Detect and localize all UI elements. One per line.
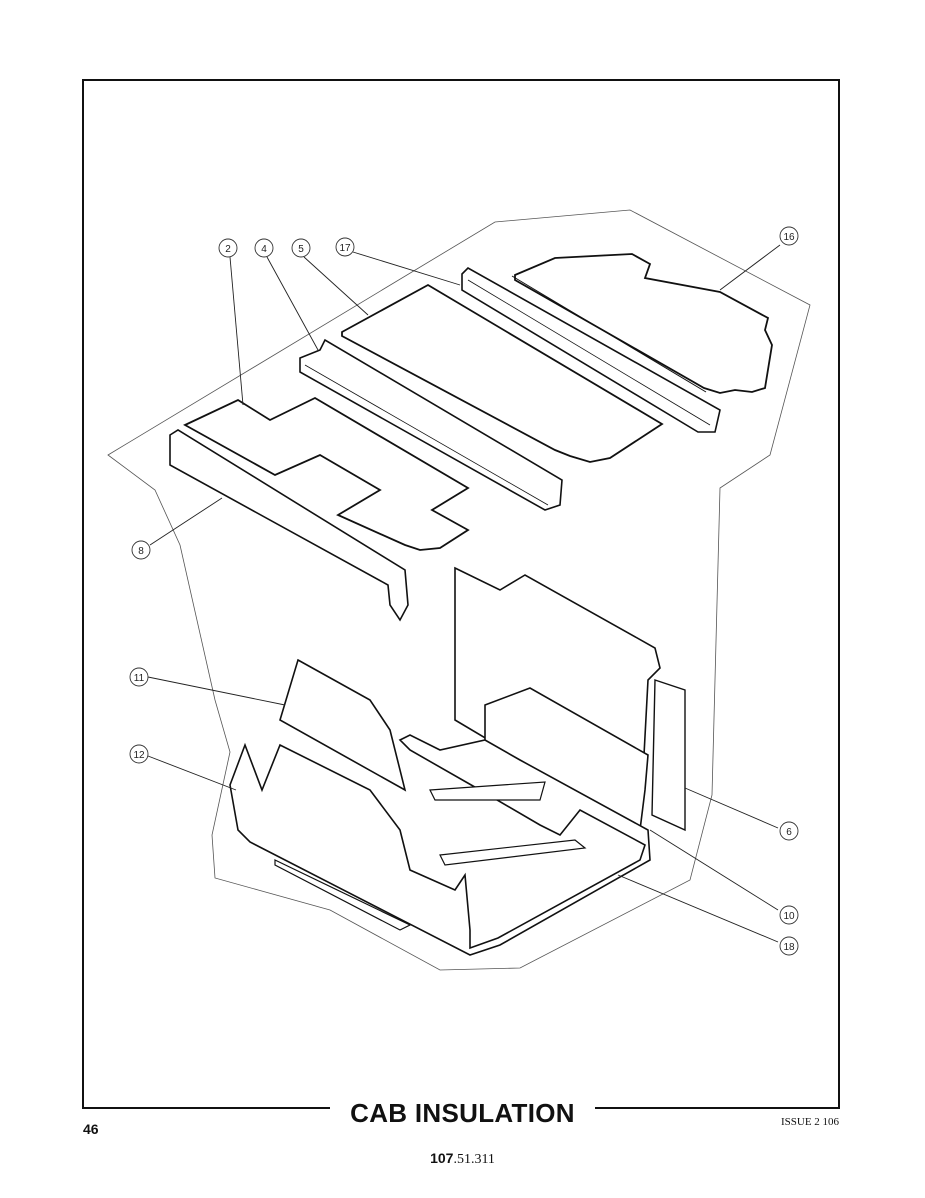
svg-text:2: 2 — [225, 244, 231, 255]
callout-6: 6 — [779, 821, 799, 841]
svg-text:6: 6 — [786, 827, 792, 838]
callout-4: 4 — [254, 238, 274, 258]
svg-text:5: 5 — [298, 244, 304, 255]
part-8-step-strip — [169, 429, 409, 622]
cab-outline — [107, 209, 811, 971]
part-4-channel — [299, 338, 563, 511]
svg-text:11: 11 — [134, 673, 145, 684]
callout-10: 10 — [779, 905, 799, 925]
svg-text:4: 4 — [261, 244, 267, 255]
issue-label: ISSUE 2 106 — [781, 1116, 840, 1128]
document-number: 107.51.311 — [0, 1150, 925, 1168]
svg-text:16: 16 — [783, 232, 795, 243]
callout-2: 2 — [218, 238, 238, 258]
part-16-rear-panel — [514, 253, 773, 394]
page-title: CAB INSULATION — [350, 1098, 575, 1128]
callout-12: 12 — [129, 744, 149, 764]
part-5-panel — [341, 283, 664, 463]
callout-16: 16 — [779, 226, 799, 246]
document-number-rest: .51.311 — [453, 1152, 495, 1167]
callout-8: 8 — [131, 540, 151, 560]
callout-5: 5 — [291, 238, 311, 258]
svg-text:12: 12 — [133, 750, 145, 761]
svg-text:17: 17 — [339, 243, 351, 254]
callout-18: 18 — [779, 936, 799, 956]
title-band: CAB INSULATION — [330, 1093, 595, 1133]
part-17-strip — [461, 267, 721, 433]
svg-text:8: 8 — [138, 546, 144, 557]
part-11-side-panel — [279, 658, 407, 792]
page-number: 46 — [83, 1121, 99, 1137]
callout-11: 11 — [129, 667, 149, 687]
part-12-18-floor-tray — [229, 734, 651, 956]
svg-text:18: 18 — [783, 942, 795, 953]
document-number-bold: 107 — [430, 1150, 454, 1166]
leader-lines — [147, 244, 781, 943]
callout-17: 17 — [335, 237, 355, 257]
svg-text:10: 10 — [783, 911, 795, 922]
part-2-floor-panel — [183, 396, 470, 551]
